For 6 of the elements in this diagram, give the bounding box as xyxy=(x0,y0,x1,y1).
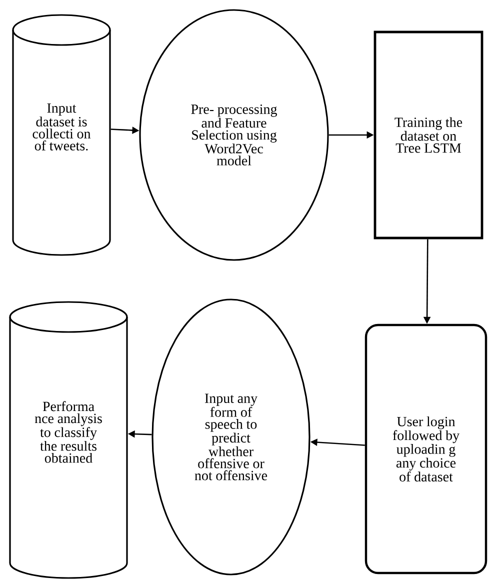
node-label: Input dataset is collecti on of tweets. xyxy=(32,103,91,151)
process-box: Training the dataset on Tree LSTM xyxy=(374,30,484,240)
process-box: User login followed by uploadin g any choice of dataset xyxy=(364,324,488,574)
node-label: Performa nce analysis to classify the results obtained xyxy=(34,401,102,463)
database-cylinder: Performa nce analysis to classify the results obtained xyxy=(9,301,128,579)
database-cylinder: Input dataset is collecti on of tweets. xyxy=(12,14,111,256)
